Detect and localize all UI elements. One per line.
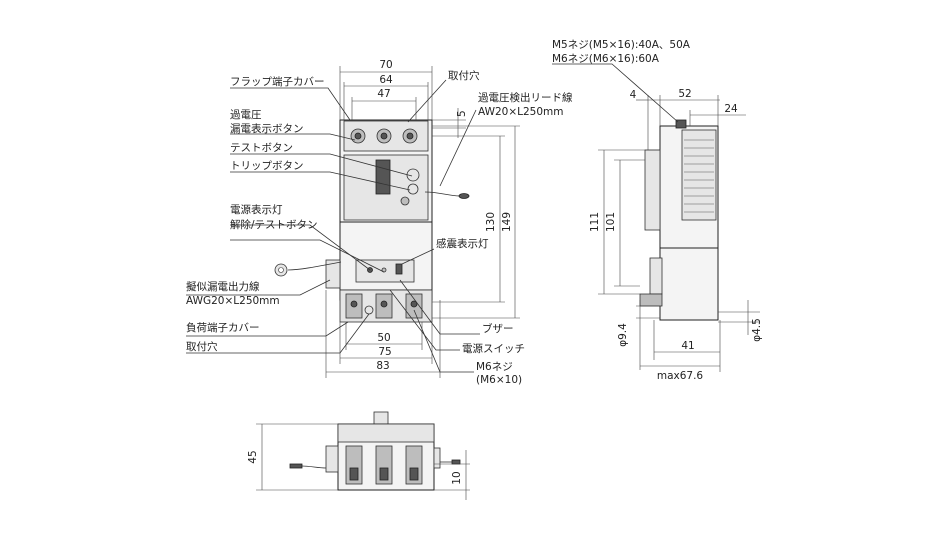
- front-view: 70 64 47 5 130 149 50 75 83: [274, 59, 520, 378]
- dim-h-130: 130: [485, 212, 497, 232]
- dim-side-phi45: φ4.5: [751, 318, 763, 342]
- label-m6-screw-1: M6ネジ: [476, 361, 513, 373]
- bottom-view: 45 10: [247, 411, 470, 500]
- label-buzzer: ブザー: [482, 322, 514, 335]
- label-m5-screw: M5ネジ(M5×16):40A、50A: [552, 39, 691, 51]
- bottom-mount-hole: [364, 305, 374, 315]
- dim-side-52: 52: [678, 88, 691, 100]
- dim-side-max: max67.6: [657, 370, 704, 382]
- dim-top-64: 64: [379, 74, 393, 86]
- label-m6-screw-side: M6ネジ(M6×16):60A: [552, 53, 660, 65]
- label-pseudo-leak-1: 擬似漏電出力線: [186, 280, 260, 293]
- dim-side-24: 24: [724, 103, 738, 115]
- dim-side-111: 111: [589, 212, 601, 232]
- label-overvoltage-btn-2: 漏電表示ボタン: [230, 122, 304, 135]
- side-base: [639, 293, 663, 307]
- dim-bot-75: 75: [378, 346, 391, 358]
- bottom-right-tab: [433, 447, 441, 469]
- bottom-wire-left: [301, 465, 327, 469]
- label-m6-screw-2: (M6×10): [476, 374, 522, 386]
- dim-bot-83: 83: [376, 360, 389, 372]
- dim-top-47: 47: [377, 88, 390, 100]
- dim-side-41: 41: [681, 340, 694, 352]
- label-power-switch: 電源スイッチ: [462, 342, 525, 355]
- overvoltage-lead-wire: [424, 191, 461, 197]
- label-test-btn: テストボタン: [230, 142, 293, 154]
- test-button-shape: [407, 183, 419, 195]
- seismic-lamp-shape: [395, 263, 403, 275]
- label-trip-btn: トリップボタン: [230, 160, 304, 172]
- bottom-left-bracket: [325, 445, 339, 473]
- bottom-upper-band: [337, 423, 435, 443]
- side-front-handle: [644, 149, 661, 231]
- dim-bottom-10: 10: [451, 471, 463, 484]
- side-screw: [675, 119, 687, 129]
- label-load-cover: 負荷端子カバー: [186, 321, 260, 334]
- label-overvoltage-btn-1: 過電圧: [230, 109, 262, 121]
- dim-bot-50: 50: [377, 332, 390, 344]
- dim-side-phi94: φ9.4: [617, 323, 629, 347]
- side-view: 4 52 24 111 101 φ9.4 φ4.5 41 max67.6: [552, 63, 763, 382]
- label-mount-hole-top: 取付穴: [448, 69, 480, 82]
- bottom-top-bump: [373, 411, 389, 425]
- dim-bottom-45: 45: [247, 450, 259, 463]
- trip-button-shape: [400, 196, 410, 206]
- label-flap-cover: フラップ端子カバー: [230, 75, 325, 88]
- front-leaders: [186, 79, 480, 373]
- pseudo-leak-wire: [287, 261, 342, 271]
- trip-lever: [375, 159, 391, 195]
- dim-side-4: 4: [630, 89, 637, 101]
- dim-top-5: 5: [456, 110, 468, 117]
- dim-top-70: 70: [379, 59, 392, 71]
- side-heatsink: [681, 129, 717, 221]
- side-lower-front: [649, 257, 663, 295]
- label-reset-test-btn: 解除/テストボタン: [230, 218, 318, 231]
- label-overvoltage-lead-spec: AW20×L250mm: [478, 106, 564, 118]
- side-lower-module: [659, 247, 719, 321]
- label-seismic-lamp: 感震表示灯: [436, 237, 489, 250]
- module-bracket: [325, 259, 341, 289]
- label-mount-hole-bottom: 取付穴: [186, 340, 218, 353]
- dim-h-149: 149: [501, 212, 513, 232]
- label-overvoltage-lead: 過電圧検出リード線: [478, 91, 573, 104]
- dim-side-101: 101: [605, 212, 617, 232]
- side-ribs: [684, 139, 714, 213]
- label-power-lamp: 電源表示灯: [230, 203, 283, 216]
- label-pseudo-leak-2: AWG20×L250mm: [186, 295, 280, 307]
